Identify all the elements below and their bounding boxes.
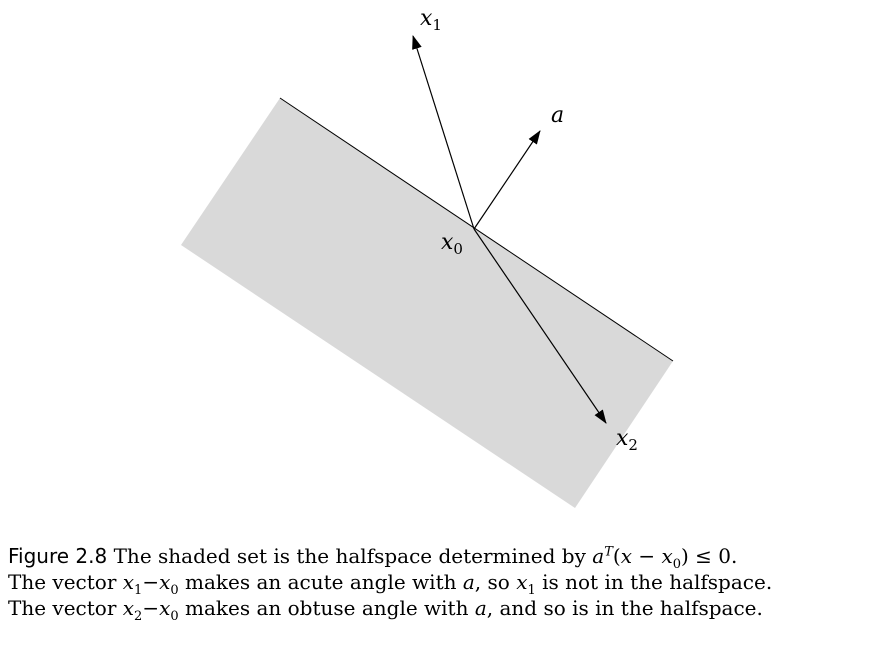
halfspace-boundary-line <box>279 97 674 362</box>
caption-line3-t2: makes an obtuse angle with <box>178 596 475 620</box>
label-x2: x2 <box>616 426 638 454</box>
math-x0-sub: 0 <box>672 557 682 572</box>
label-x2-base: x <box>616 426 629 451</box>
caption-line2-x1b-sub: 1 <box>527 583 536 598</box>
math-a: a <box>592 544 605 568</box>
vector-a-arrow <box>473 130 541 230</box>
math-minus: − <box>631 544 662 568</box>
label-x1: x1 <box>420 6 442 34</box>
caption-line3-x0: x <box>159 596 171 620</box>
label-x0-base: x <box>441 230 454 255</box>
caption-line2-x1-sub: 1 <box>134 583 143 598</box>
label-x1-sub: 1 <box>432 16 442 34</box>
math-leq-zero: ≤ 0. <box>688 544 738 568</box>
label-x2-sub: 2 <box>628 436 638 454</box>
label-x1-base: x <box>420 6 433 31</box>
label-a: a <box>551 103 564 128</box>
caption-line3-x2: x <box>122 596 135 620</box>
caption-line3-x2-sub: 2 <box>134 609 143 624</box>
caption-line2-a: a <box>462 570 475 594</box>
label-x0: x0 <box>441 230 463 258</box>
math-x: x <box>620 544 632 568</box>
math-sup-T: T <box>604 544 613 560</box>
caption-line2-t4: is not in the halfspace. <box>535 570 773 594</box>
caption-line2-x1: x <box>122 570 135 594</box>
caption-line3-t3: , and so is in the halfspace. <box>486 596 763 620</box>
figure-number-label: Figure 2.8 <box>8 544 108 568</box>
caption-line1-text: The shaded set is the halfspace determin… <box>107 544 593 568</box>
caption-line-2: The vector x1−x0 makes an acute angle wi… <box>8 569 868 598</box>
math-paren-open: ( <box>612 544 621 568</box>
label-x0-sub: 0 <box>453 240 463 258</box>
caption-line2-x0: x <box>159 570 171 594</box>
caption-line2-x1b: x <box>516 570 528 594</box>
figure-caption: Figure 2.8 The shaded set is the halfspa… <box>8 543 868 624</box>
math-paren-close: ) <box>681 544 689 568</box>
halfspace-shaded-region <box>181 98 673 508</box>
vector-x2-arrow <box>473 228 607 424</box>
label-a-base: a <box>551 103 564 128</box>
caption-line3-x0-sub: 0 <box>170 609 179 624</box>
vector-x1-arrow <box>412 35 475 230</box>
caption-line2-x0-sub: 0 <box>170 583 179 598</box>
caption-line-3: The vector x2−x0 makes an obtuse angle w… <box>8 595 868 624</box>
caption-line2-t2: makes an acute angle with <box>178 570 463 594</box>
caption-line3-a: a <box>474 596 487 620</box>
caption-line-1: Figure 2.8 The shaded set is the halfspa… <box>8 543 868 572</box>
caption-line3-t1: The vector <box>8 596 123 620</box>
caption-line2-t3: , so <box>474 570 517 594</box>
caption-line3-minus: − <box>142 596 160 620</box>
halfspace-diagram: x1 a x0 x2 <box>181 6 674 508</box>
caption-line2-t1: The vector <box>8 570 123 594</box>
caption-line2-minus: − <box>142 570 160 594</box>
math-x0-base: x <box>661 544 673 568</box>
